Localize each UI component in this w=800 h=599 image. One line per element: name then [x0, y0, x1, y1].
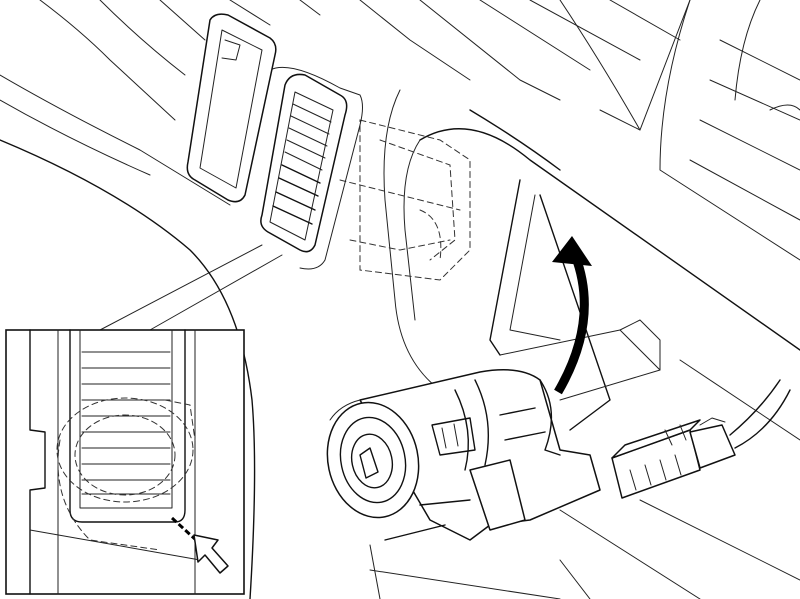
lock-cylinder [326, 369, 601, 541]
rotation-arrow [552, 236, 592, 395]
leader-lines [99, 244, 283, 331]
electrical-connector [611, 379, 791, 499]
switch-bezel [186, 13, 277, 203]
hidden-outline [339, 119, 471, 281]
air-vent [260, 66, 363, 270]
panel-recess [489, 179, 661, 431]
inset-detail [5, 329, 245, 595]
pointer-arrow-icon [193, 534, 229, 574]
